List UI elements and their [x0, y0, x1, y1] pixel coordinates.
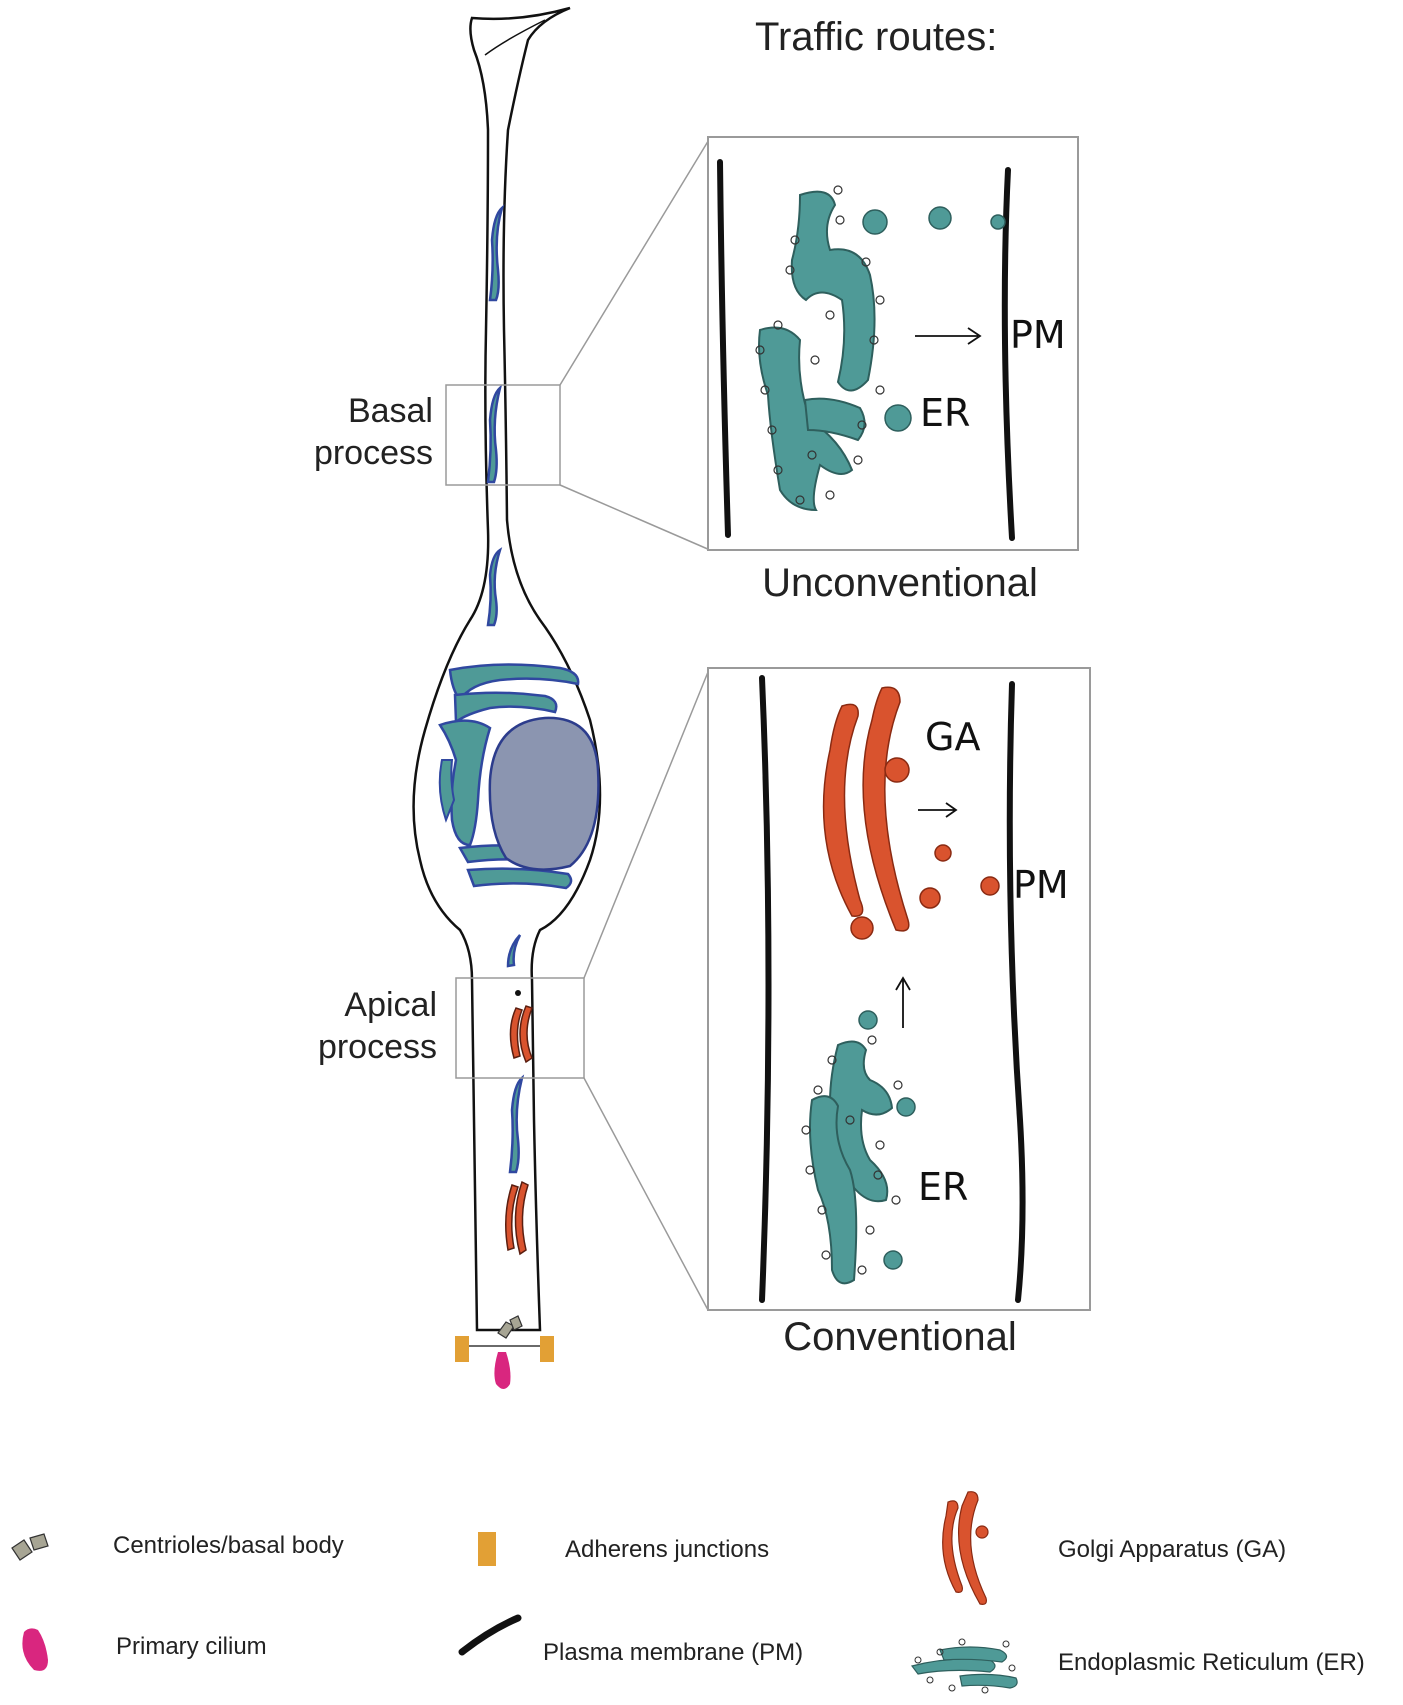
unconventional-caption: Unconventional [762, 561, 1038, 605]
plasma-membrane-left [759, 675, 772, 1303]
er-ribosome-dots [801, 1035, 903, 1275]
er-ribosome-dots [755, 185, 885, 505]
er-fragment-icon [508, 1074, 525, 1174]
legend-item-golgi: Golgi Apparatus (GA) [942, 1491, 1286, 1605]
basal-process-callout: Basal process [314, 137, 711, 551]
legend-label-cilium: Primary cilium [116, 1633, 267, 1660]
basal-label-line1: Basal [348, 392, 433, 430]
traffic-arrow-icon [915, 327, 982, 345]
golgi-fragment-icon [505, 1180, 529, 1256]
legend-label-er: Endoplasmic Reticulum (ER) [1058, 1649, 1365, 1676]
conventional-er-label: ER [918, 1165, 968, 1209]
golgi-fragment-icon [509, 990, 533, 1064]
legend-label-golgi: Golgi Apparatus (GA) [1058, 1536, 1286, 1563]
legend-label-plasma: Plasma membrane (PM) [543, 1639, 803, 1666]
basal-label-line2: process [314, 434, 433, 472]
centrioles-icon [11, 1533, 49, 1561]
conventional-ga-label: GA [925, 715, 980, 759]
apical-process-callout: Apical process [318, 671, 709, 1311]
legend-item-adherens: Adherens junctions [478, 1532, 769, 1566]
unconventional-er-label: ER [920, 391, 970, 435]
legend-label-centrioles: Centrioles/basal body [113, 1532, 344, 1559]
conventional-caption: Conventional [783, 1315, 1017, 1359]
legend-label-adherens: Adherens junctions [565, 1536, 769, 1563]
er-fragment-icon [486, 547, 503, 627]
legend-item-plasma: Plasma membrane (PM) [458, 1614, 803, 1666]
plasma-membrane-right [1001, 167, 1015, 541]
apical-label-line1: Apical [344, 986, 437, 1024]
primary-cilium-icon [22, 1628, 48, 1671]
legend: Centrioles/basal body Adherens junctions… [11, 1491, 1365, 1694]
er-icon [910, 1646, 1018, 1689]
traffic-arrow-icon [895, 976, 911, 1028]
vesicles [858, 1010, 916, 1270]
legend-item-er: Endoplasmic Reticulum (ER) [910, 1638, 1365, 1694]
golgi-icon [822, 686, 1000, 940]
adherens-junction-icon [455, 1336, 469, 1362]
primary-cilium-icon [494, 1352, 511, 1389]
er-fragment-icon [486, 384, 503, 484]
plasma-membrane-icon [458, 1614, 522, 1656]
golgi-icon [942, 1491, 989, 1605]
apical-label-line2: process [318, 1028, 437, 1066]
er-fragment-icon [488, 204, 505, 302]
conventional-pm-label: PM [1013, 863, 1069, 907]
unconventional-pm-label: PM [1010, 313, 1066, 357]
traffic-arrow-icon [918, 802, 958, 818]
diagram-title: Traffic routes: [755, 15, 997, 59]
er-fragment-icon [506, 934, 522, 968]
legend-item-centrioles: Centrioles/basal body [11, 1532, 344, 1561]
conventional-panel: GA PM ER Conventional [707, 667, 1091, 1359]
vesicles [862, 206, 1006, 432]
centrioles-icon [497, 1315, 523, 1339]
cell-tip-line [484, 19, 546, 56]
er-icon [758, 190, 876, 512]
adherens-junction-icon [478, 1532, 496, 1566]
legend-item-cilium: Primary cilium [22, 1628, 267, 1671]
nucleus [488, 716, 600, 871]
unconventional-panel: PM ER Unconventional [707, 136, 1079, 605]
neural-progenitor-cell [412, 6, 602, 1389]
er-icon [809, 1040, 894, 1285]
adherens-junction-icon [540, 1336, 554, 1362]
plasma-membrane-left [717, 159, 731, 538]
plasma-membrane-right [1006, 681, 1026, 1303]
